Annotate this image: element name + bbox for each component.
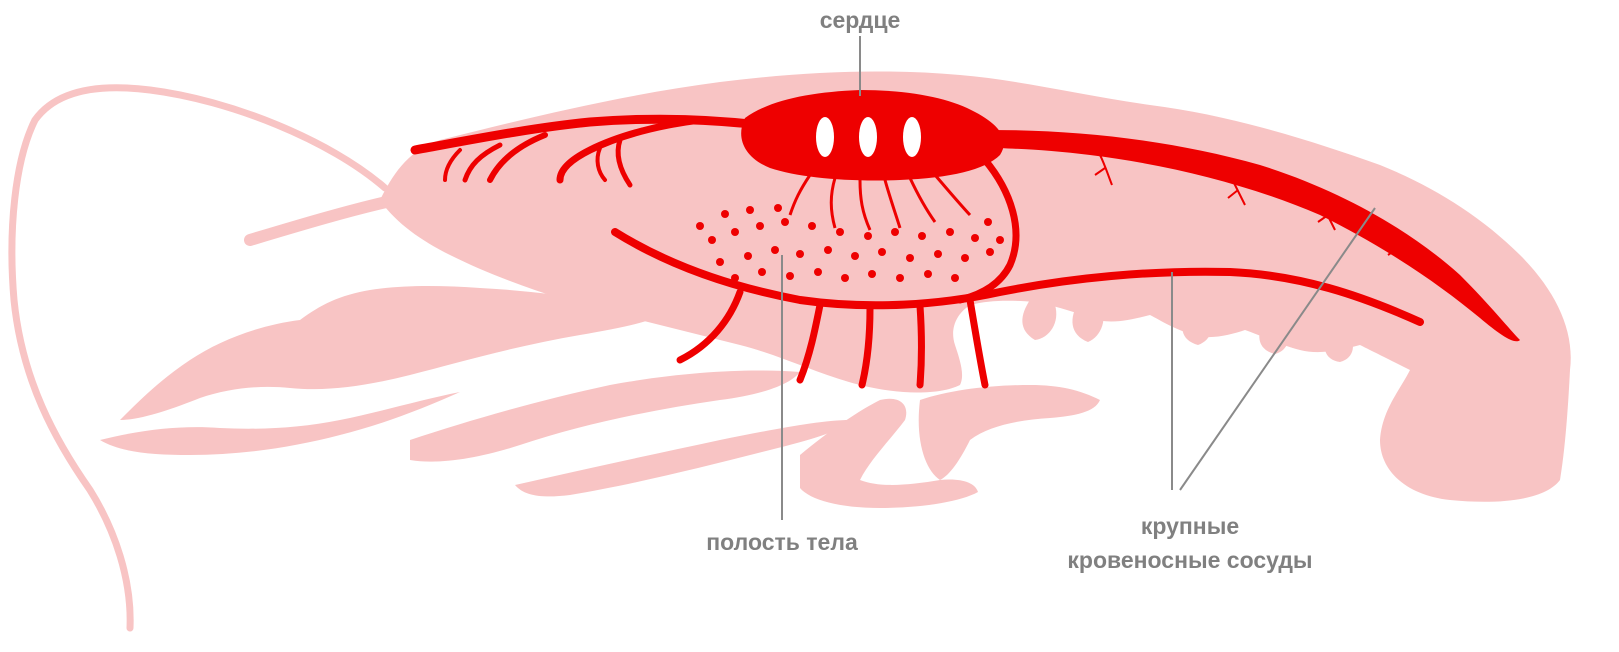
heart-ostium-2 bbox=[859, 117, 877, 157]
large-vessels-label-line2: кровеносные сосуды bbox=[1067, 547, 1312, 573]
walking-leg-4 bbox=[919, 385, 1100, 480]
swimmeret-5 bbox=[1325, 330, 1353, 362]
leg-artery-5 bbox=[970, 300, 985, 385]
walking-leg-2 bbox=[515, 420, 850, 496]
short-antenna bbox=[250, 200, 395, 240]
swimmeret-4 bbox=[1259, 320, 1288, 354]
leg-artery-4 bbox=[920, 306, 922, 385]
large-vessels-label-line1: крупные bbox=[1141, 513, 1239, 539]
heart-ostium-3 bbox=[903, 117, 921, 157]
body-cavity-label: полость тела bbox=[706, 529, 858, 555]
swimmeret-3 bbox=[1182, 310, 1212, 345]
swimmeret-1 bbox=[1022, 300, 1056, 340]
heart-label: сердце bbox=[820, 7, 901, 33]
swimmeret-2 bbox=[1072, 300, 1103, 342]
heart-ostium-1 bbox=[816, 117, 834, 157]
